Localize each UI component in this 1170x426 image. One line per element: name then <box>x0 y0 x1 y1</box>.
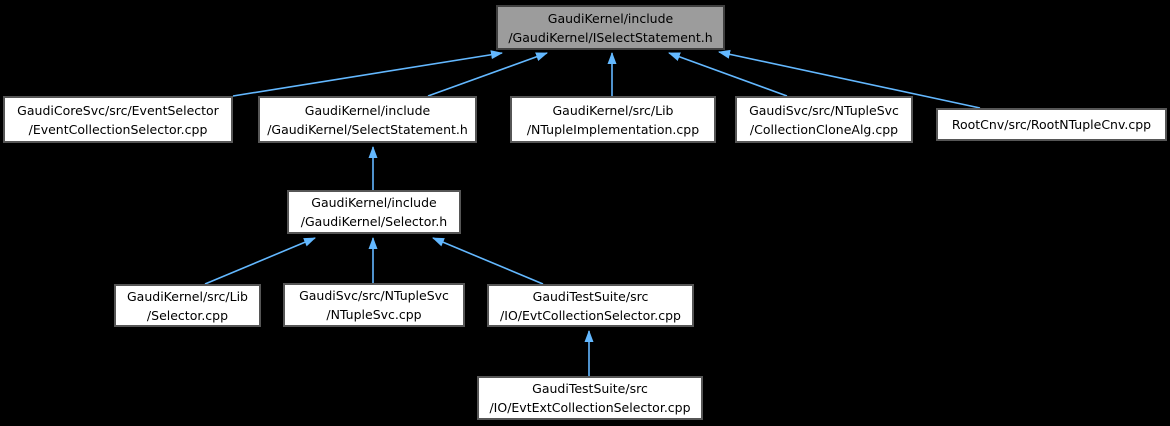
node-selector-h[interactable]: GaudiKernel/include /GaudiKernel/Selecto… <box>287 190 461 234</box>
node-label-line2: /NTupleImplementation.cpp <box>526 121 700 137</box>
edge-collectionclonealg-to-iselectstatement <box>668 52 788 97</box>
node-evtcollectionselector-cpp[interactable]: GaudiTestSuite/src /IO/EvtCollectionSele… <box>487 284 694 327</box>
node-selector-cpp[interactable]: GaudiKernel/src/Lib /Selector.cpp <box>114 284 261 327</box>
edge-eventcollectionselector-to-iselectstatement <box>232 50 503 97</box>
node-label-line2: /NTupleSvc.cpp <box>326 307 422 322</box>
node-rootntuplecnv-cpp[interactable]: RootCnv/src/RootNTupleCnv.cpp <box>936 108 1167 141</box>
node-label-line1: GaudiKernel/src/Lib <box>127 288 248 304</box>
node-eventcollectionselector-cpp[interactable]: GaudiCoreSvc/src/EventSelector /EventCol… <box>3 96 233 143</box>
node-label-line1: GaudiKernel/include <box>311 195 437 210</box>
node-label-line1: RootCnv/src/RootNTupleCnv.cpp <box>951 117 1152 132</box>
node-label-line1: GaudiKernel/include <box>304 102 431 118</box>
node-label-line2: /CollectionCloneAlg.cpp <box>749 121 899 137</box>
node-label-line2: /GaudiKernel/ISelectStatement.h <box>508 29 713 45</box>
node-label-line2: /Selector.cpp <box>146 307 229 323</box>
node-label-line2: /EventCollectionSelector.cpp <box>28 121 208 137</box>
edge-selectstatement-to-iselectstatement <box>427 52 548 97</box>
node-label-line2: /GaudiKernel/SelectStatement.h <box>267 121 468 137</box>
node-label-line1: GaudiKernel/src/Lib <box>552 102 674 118</box>
node-ntuplesvc-cpp[interactable]: GaudiSvc/src/NTupleSvc /NTupleSvc.cpp <box>283 283 465 327</box>
edge-selector-cpp-to-selector-h <box>204 237 316 285</box>
node-label-line1: GaudiSvc/src/NTupleSvc <box>749 102 899 118</box>
node-label-line1: GaudiKernel/include <box>547 10 674 26</box>
edge-rootntuplecnv-to-iselectstatement <box>718 49 981 109</box>
node-label-line2: /IO/EvtExtCollectionSelector.cpp <box>489 400 691 415</box>
node-label-line1: GaudiTestSuite/src <box>532 381 648 396</box>
node-label-line1: GaudiCoreSvc/src/EventSelector <box>17 102 219 118</box>
node-ntupleimplementation-cpp[interactable]: GaudiKernel/src/Lib /NTupleImplementatio… <box>510 96 716 143</box>
edge-evtcollectionselector-to-selector-h <box>432 237 544 285</box>
node-evtextcollectionselector-cpp[interactable]: GaudiTestSuite/src /IO/EvtExtCollectionS… <box>477 376 703 420</box>
node-selectstatement-h[interactable]: GaudiKernel/include /GaudiKernel/SelectS… <box>258 96 477 143</box>
node-label-line1: GaudiTestSuite/src <box>532 288 649 304</box>
node-label-line1: GaudiSvc/src/NTupleSvc <box>299 288 449 303</box>
node-label-line2: /GaudiKernel/Selector.h <box>300 214 448 229</box>
node-label-line2: /IO/EvtCollectionSelector.cpp <box>500 307 681 323</box>
node-collectionclonealg-cpp[interactable]: GaudiSvc/src/NTupleSvc /CollectionCloneA… <box>735 96 913 143</box>
node-gaudikernel-iselectstatement-h[interactable]: GaudiKernel/include /GaudiKernel/ISelect… <box>496 5 725 50</box>
